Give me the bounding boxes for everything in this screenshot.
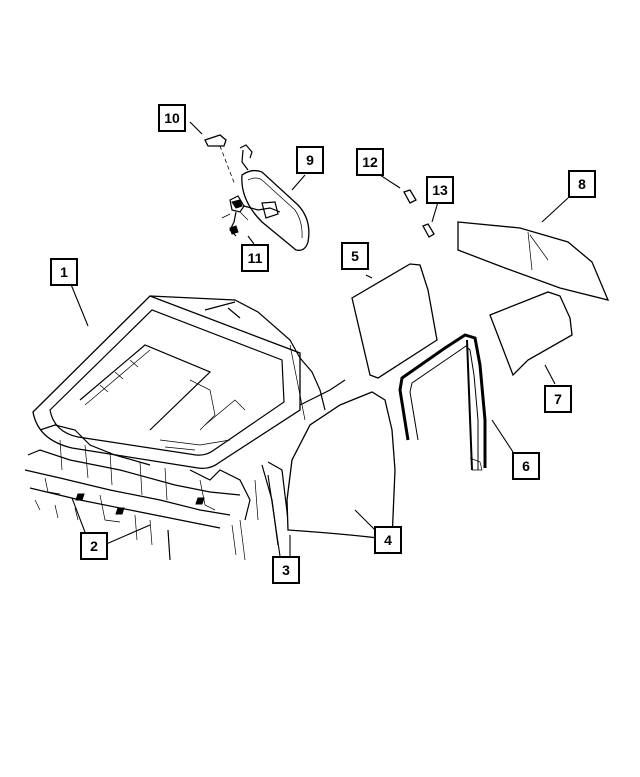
mirror-mounting-button	[204, 134, 236, 186]
retainer-clip	[403, 189, 417, 204]
back-glass	[457, 221, 610, 301]
callout-7: 7	[544, 385, 572, 413]
quarter-glass	[489, 291, 573, 377]
callout-11: 11	[241, 244, 269, 272]
callout-10: 10	[158, 104, 186, 132]
front-door-glass	[286, 391, 396, 541]
callout-5: 5	[341, 242, 369, 270]
callout-4: 4	[374, 526, 402, 554]
windshield-glass	[32, 295, 301, 470]
callout-6: 6	[512, 452, 540, 480]
callout-8: 8	[568, 170, 596, 198]
callout-12: 12	[356, 148, 384, 176]
retainer-clip-small	[422, 223, 435, 238]
callout-3: 3	[272, 556, 300, 584]
glass-run-channel	[398, 333, 487, 471]
callout-9: 9	[296, 146, 324, 174]
callout-13: 13	[426, 176, 454, 204]
mirror-wiring-harness	[221, 195, 281, 237]
callout-2: 2	[80, 532, 108, 560]
rear-door-glass	[351, 263, 438, 379]
leader-lines	[69, 121, 569, 557]
callout-1: 1	[50, 258, 78, 286]
vehicle-body-structure	[24, 295, 346, 561]
